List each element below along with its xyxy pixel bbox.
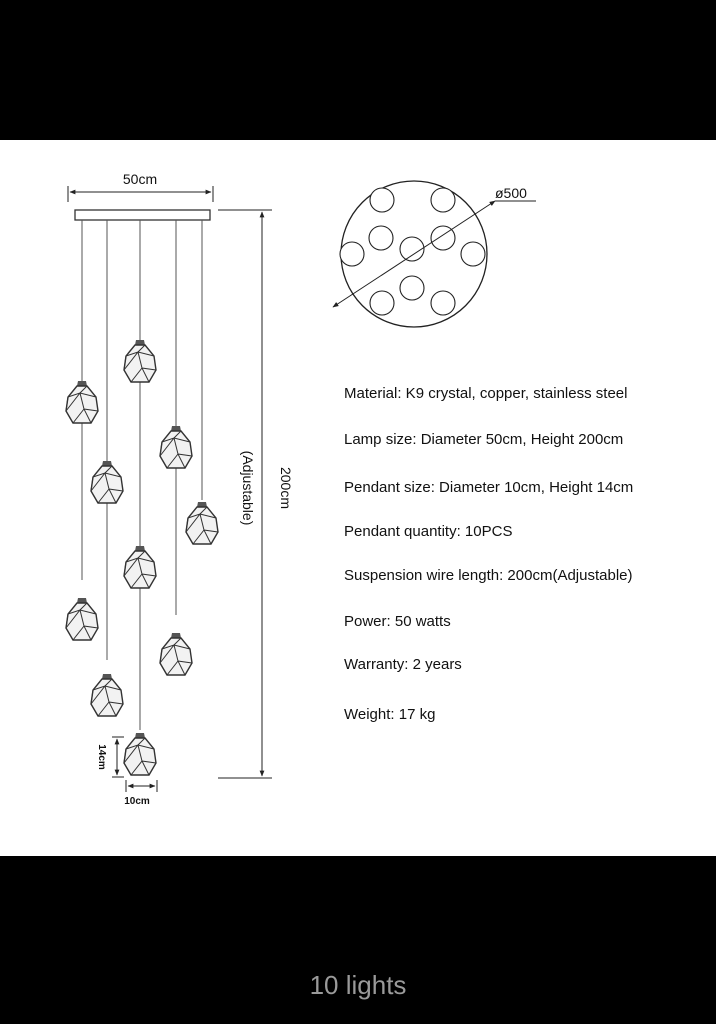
spec-lamp-size: Lamp size: Diameter 50cm, Height 200cm xyxy=(344,431,624,448)
spec-pendant-quantity: Pendant quantity: 10PCS xyxy=(344,523,513,540)
suspension-wires xyxy=(81,220,203,730)
pendant-height-dimension: 14cm xyxy=(96,736,124,778)
spec-material: Material: K9 crystal, copper, stainless … xyxy=(344,385,628,402)
pendant xyxy=(123,732,157,776)
width-dimension: 50cm xyxy=(67,171,214,202)
canopy-top-view: ø500 xyxy=(332,180,536,328)
height-dimension: 200cm (Adjustable) xyxy=(218,209,294,779)
pendant xyxy=(159,425,193,469)
pendant xyxy=(159,632,193,676)
height-label: 200cm xyxy=(278,467,294,509)
spec-warranty: Warranty: 2 years xyxy=(344,656,462,673)
pendant xyxy=(65,380,99,424)
pendant xyxy=(90,460,124,504)
pendant-width-label: 10cm xyxy=(124,796,150,807)
spec-power: Power: 50 watts xyxy=(344,613,451,630)
pendant xyxy=(65,597,99,641)
adjustable-label: (Adjustable) xyxy=(240,451,256,526)
product-spec-sheet: 50cm 200c xyxy=(0,140,716,856)
lamp-diagram: 50cm 200c xyxy=(65,171,536,807)
pendant-width-dimension: 10cm xyxy=(124,780,158,807)
canopy-diameter-label: ø500 xyxy=(495,185,527,201)
image-caption: 10 lights xyxy=(309,970,407,1000)
pendant xyxy=(90,673,124,717)
width-label: 50cm xyxy=(123,171,157,187)
pendant xyxy=(123,545,157,589)
pendants xyxy=(65,339,219,776)
spec-pendant-size: Pendant size: Diameter 10cm, Height 14cm xyxy=(344,479,634,496)
pendant xyxy=(185,501,219,545)
canopy xyxy=(74,209,211,221)
spec-suspension-wire: Suspension wire length: 200cm(Adjustable… xyxy=(344,567,633,584)
pendant xyxy=(123,339,157,383)
spec-weight: Weight: 17 kg xyxy=(344,706,436,723)
pendant-height-label: 14cm xyxy=(96,744,107,770)
